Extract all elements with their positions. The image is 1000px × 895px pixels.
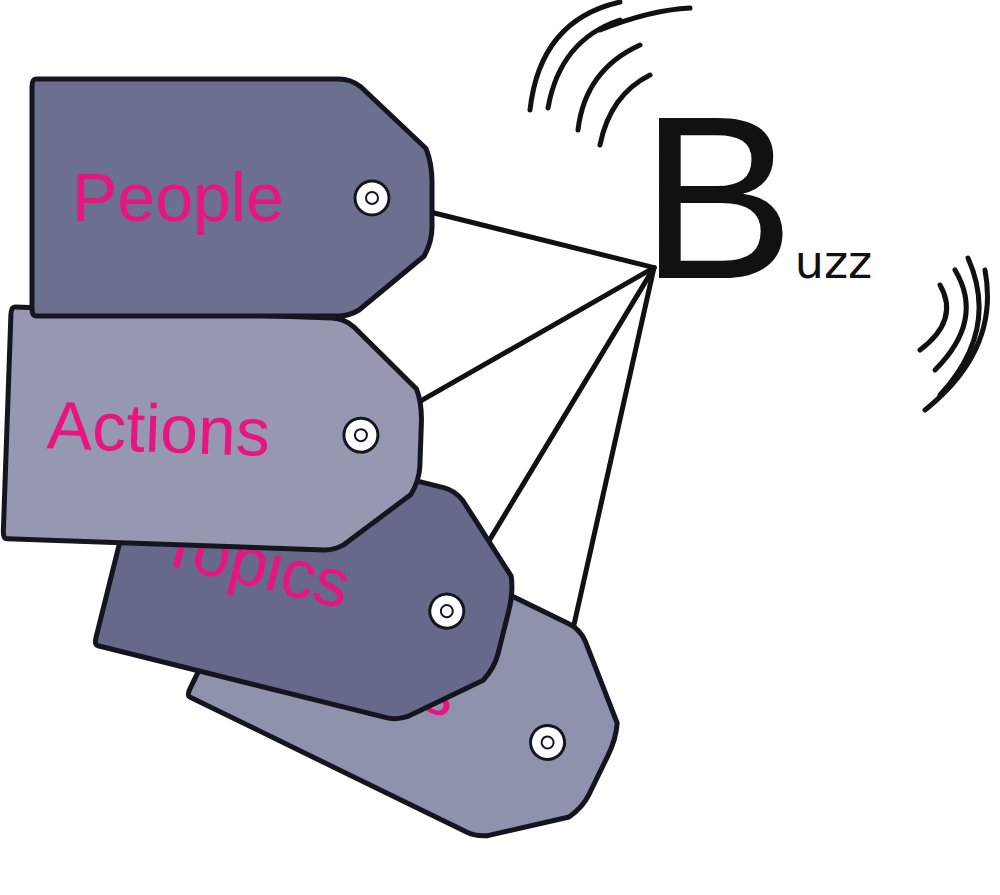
sound-wave [935,270,966,370]
sound-wave [530,2,620,110]
tag-hole [352,178,392,218]
sound-wave [920,285,947,350]
sound-wave [600,8,690,30]
buzz-word: Buzz [640,82,872,314]
tag-label: Actions [46,387,271,470]
label-tag: Actions [1,303,427,557]
sound-wave [925,270,988,410]
label-tag: People [30,75,434,320]
tag-label: People [72,160,284,235]
buzz-text: Buzz [640,82,872,314]
tag-hole [340,414,381,455]
